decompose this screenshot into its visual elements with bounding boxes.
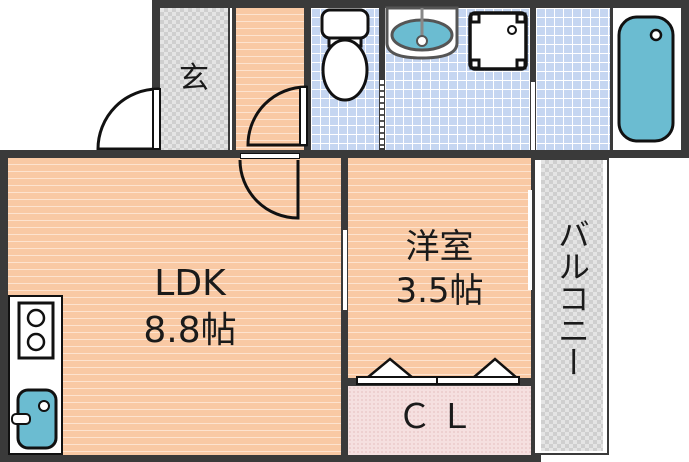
closet-label: ＣＬ bbox=[397, 397, 482, 437]
ldk-name: LDK bbox=[154, 263, 226, 304]
bathtub-icon bbox=[617, 15, 675, 143]
ldk-size: 8.8帖 bbox=[143, 310, 237, 351]
hallway-door-icon[interactable] bbox=[240, 85, 310, 151]
entrance-floor bbox=[160, 8, 228, 150]
toilet-washroom-partition bbox=[379, 8, 385, 150]
ldk-door-icon[interactable] bbox=[238, 158, 302, 220]
window-right bbox=[528, 190, 532, 290]
room-sliding-door[interactable] bbox=[343, 230, 347, 310]
sliding-door[interactable] bbox=[380, 80, 384, 148]
closet-floor bbox=[348, 386, 531, 455]
bathroom-partition bbox=[530, 8, 536, 150]
entrance-partition bbox=[228, 8, 234, 150]
bathroom-door[interactable] bbox=[531, 82, 535, 150]
washing-machine-icon bbox=[468, 11, 528, 71]
western-room-floor bbox=[348, 158, 531, 378]
closet-door-icon[interactable] bbox=[355, 356, 525, 386]
ldk-floor bbox=[8, 158, 341, 455]
stove-icon bbox=[17, 301, 55, 360]
balcony-floor bbox=[541, 160, 603, 451]
western-room-name: 洋室 bbox=[405, 227, 474, 267]
western-room-size: 3.5帖 bbox=[395, 271, 484, 311]
kitchen-sink-icon bbox=[11, 388, 58, 450]
balcony-label: バルコニー bbox=[553, 218, 591, 378]
hallway-floor bbox=[236, 8, 304, 150]
ldk-door-frame bbox=[240, 153, 300, 159]
entrance-door-icon[interactable] bbox=[88, 85, 162, 151]
entrance-label: 玄 bbox=[179, 61, 209, 96]
toilet-icon bbox=[320, 8, 370, 102]
shower-area-floor bbox=[536, 8, 610, 150]
washbasin-icon bbox=[385, 6, 459, 60]
